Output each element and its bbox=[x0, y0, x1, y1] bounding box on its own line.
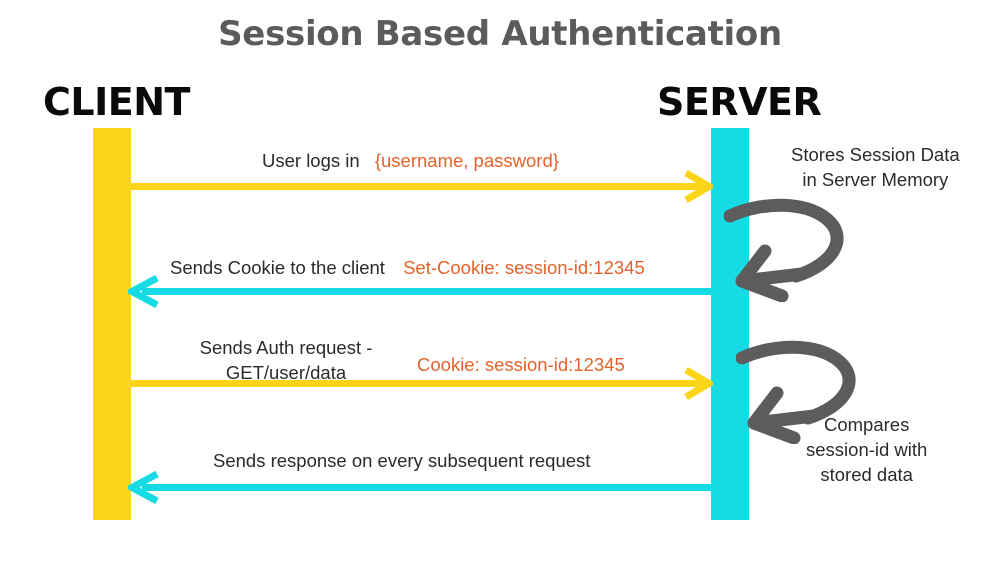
message-3-label-line2: GET/user/data bbox=[225, 362, 347, 383]
page-title: Session Based Authentication bbox=[218, 14, 782, 54]
note-2-line2: session-id with bbox=[806, 439, 928, 460]
message-arrow-2-left bbox=[128, 275, 714, 308]
note-2-line3: stored data bbox=[820, 464, 913, 485]
lifeline-bar-server bbox=[711, 128, 749, 520]
message-3-payload-text: Cookie: session-id:12345 bbox=[417, 354, 625, 375]
message-arrow-4-left bbox=[128, 471, 714, 504]
note-stores-session-data: Stores Session Data in Server Memory bbox=[791, 142, 960, 192]
message-label-4: Sends response on every subsequent reque… bbox=[213, 450, 591, 471]
message-label-2: Sends Cookie to the client Set-Cookie: s… bbox=[170, 255, 645, 280]
note-1-line1: Stores Session Data bbox=[791, 144, 960, 165]
curved-arrow-icon-note2 bbox=[736, 328, 868, 444]
note-1-line2: in Server Memory bbox=[802, 169, 949, 190]
message-arrow-1-right bbox=[131, 170, 713, 203]
message-arrow-3-right bbox=[131, 367, 713, 400]
message-3-label-line1: Sends Auth request - bbox=[199, 337, 373, 358]
note-compares-session-id: Compares session-id with stored data bbox=[806, 412, 927, 487]
message-2-label-text: Sends Cookie to the client bbox=[170, 257, 385, 278]
lifeline-label-server: SERVER bbox=[657, 80, 822, 124]
curved-arrow-icon-note1 bbox=[724, 186, 856, 302]
message-1-label-text: User logs in bbox=[262, 150, 360, 171]
note-2-line1: Compares bbox=[823, 414, 910, 435]
message-label-3: Sends Auth request - GET/user/data bbox=[189, 335, 383, 385]
lifeline-bar-client bbox=[93, 128, 131, 520]
message-2-payload-text: Set-Cookie: session-id:12345 bbox=[403, 257, 645, 278]
lifeline-label-client: CLIENT bbox=[43, 80, 190, 124]
message-label-1: User logs in {username, password} bbox=[262, 148, 559, 173]
message-1-payload-text: {username, password} bbox=[374, 150, 559, 171]
